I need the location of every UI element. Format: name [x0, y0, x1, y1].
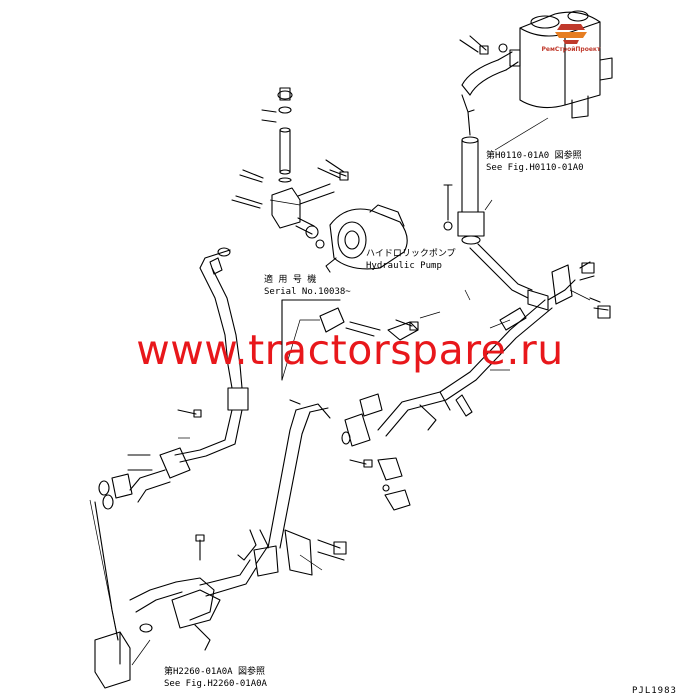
serial-label-en: Serial No.10038~: [264, 287, 351, 297]
drawing-code: PJL1983: [632, 686, 677, 696]
serial-label-jp: 適 用 号 機: [264, 275, 317, 285]
company-logo: РемСтройПроект: [541, 20, 601, 60]
valve-block: [231, 87, 345, 235]
bottom-ref-jp: 第H2260-01A0A 図参照: [164, 667, 266, 677]
logo-text: РемСтройПроект: [541, 46, 601, 53]
bottom-ref-en: See Fig.H2260-01A0A: [164, 679, 267, 689]
center-fittings: [341, 393, 411, 511]
pump-label-jp: ハイドロリックポンプ: [366, 249, 456, 259]
main-delivery-pipe: [377, 299, 553, 437]
hydraulic-tank: [519, 10, 613, 119]
control-valve: [94, 577, 215, 689]
bolts: [127, 35, 489, 561]
hydraulic-pump: [305, 204, 408, 273]
left-pressure-hose: [174, 247, 249, 463]
suction-pipe: [443, 136, 485, 245]
pump-label-en: Hydraulic Pump: [366, 261, 442, 271]
leader-lines: [89, 117, 591, 666]
lower-center-hose: [171, 403, 331, 651]
top-ref-jp: 第H0110-01A0 図参照: [486, 151, 582, 161]
pump-suction-line: [469, 243, 611, 319]
top-ref-en: See Fig.H0110-01A0: [486, 163, 584, 173]
watermark-text: www.tractorspare.ru: [136, 326, 564, 374]
logo-emblem-icon: [555, 24, 587, 44]
tank-return-hose: [461, 43, 521, 136]
